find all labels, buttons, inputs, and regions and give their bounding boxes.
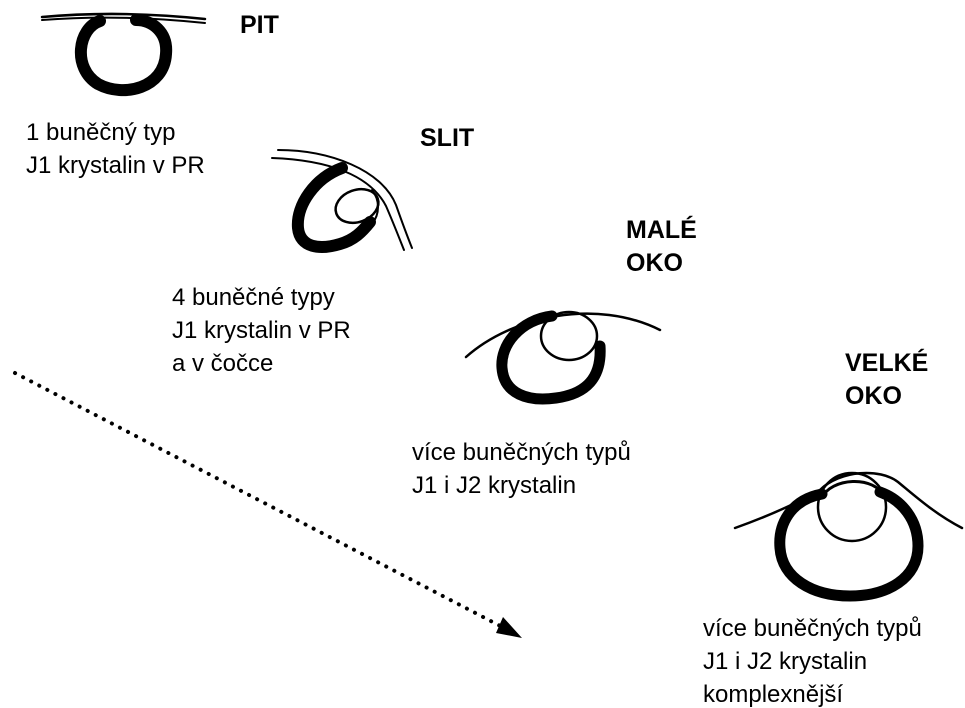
small-eye-icon bbox=[466, 312, 660, 399]
pit-caption-line-1: 1 buněčný typ bbox=[26, 116, 205, 149]
large-eye-title-line-1: VELKÉ bbox=[845, 347, 928, 380]
slit-title: SLIT bbox=[420, 122, 474, 155]
small-eye-title-line-2: OKO bbox=[626, 247, 697, 280]
slit-caption: 4 buněčné typy J1 krystalin v PR a v čoč… bbox=[172, 281, 351, 380]
large-eye-icon bbox=[735, 473, 962, 596]
large-eye-title-line-2: OKO bbox=[845, 380, 928, 413]
slit-caption-line-1: 4 buněčné typy bbox=[172, 281, 351, 314]
slit-title-line: SLIT bbox=[420, 122, 474, 155]
small-eye-title: MALÉ OKO bbox=[626, 214, 697, 280]
large-eye-title: VELKÉ OKO bbox=[845, 347, 928, 413]
pit-title: PIT bbox=[240, 9, 279, 42]
large-eye-caption-line-3: komplexnější bbox=[703, 678, 922, 708]
small-eye-caption-line-2: J1 i J2 krystalin bbox=[412, 469, 631, 502]
pit-eye-icon bbox=[42, 14, 205, 90]
small-eye-caption-line-1: více buněčných typů bbox=[412, 436, 631, 469]
small-eye-caption: více buněčných typů J1 i J2 krystalin bbox=[412, 436, 631, 502]
slit-caption-line-2: J1 krystalin v PR bbox=[172, 314, 351, 347]
slit-caption-line-3: a v čočce bbox=[172, 347, 351, 380]
large-eye-caption-line-2: J1 i J2 krystalin bbox=[703, 645, 922, 678]
slit-eye-icon bbox=[272, 150, 412, 250]
pit-caption-line-2: J1 krystalin v PR bbox=[26, 149, 205, 182]
large-eye-caption-line-1: více buněčných typů bbox=[703, 612, 922, 645]
small-eye-title-line-1: MALÉ bbox=[626, 214, 697, 247]
pit-title-line: PIT bbox=[240, 9, 279, 42]
large-eye-caption: více buněčných typů J1 i J2 krystalin ko… bbox=[703, 612, 922, 708]
pit-caption: 1 buněčný typ J1 krystalin v PR bbox=[26, 116, 205, 182]
evolution-arrow-icon bbox=[15, 373, 522, 638]
